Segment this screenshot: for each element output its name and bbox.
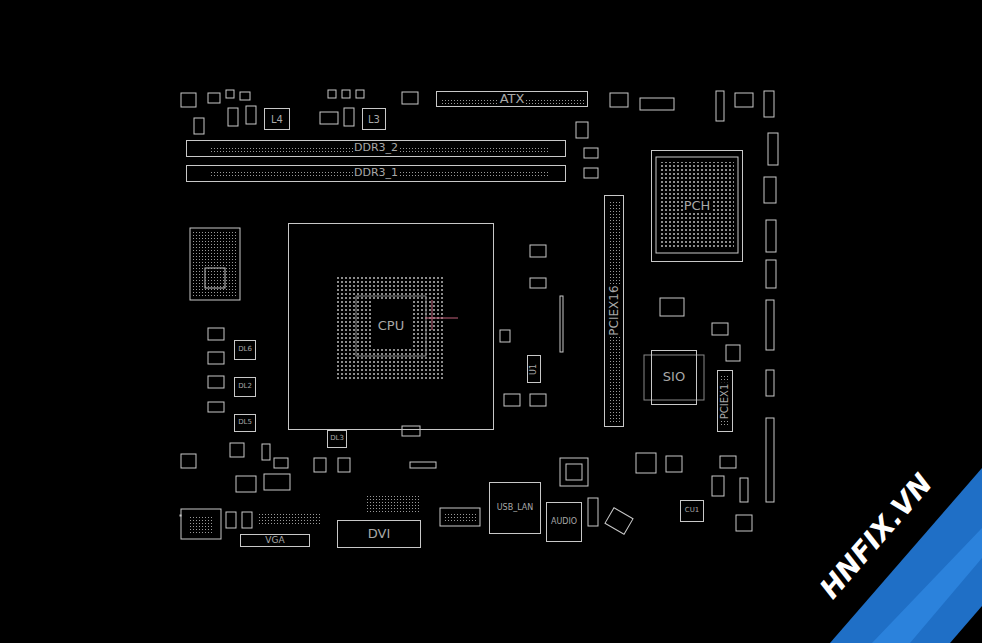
component-outline: PCH [651, 150, 743, 262]
component-outline: PCIEX16 [604, 195, 624, 427]
component-outline: ATX [436, 91, 588, 107]
part-label: DL6 [237, 346, 253, 354]
part-label: DVI [367, 527, 392, 541]
component-outline: L4 [264, 108, 290, 130]
part-label: PCH [683, 199, 712, 213]
part-label: U1 [530, 363, 539, 376]
component-outline: CPU [288, 223, 494, 430]
part-label: AUDIO [550, 518, 578, 527]
component-outline: DL5 [234, 414, 256, 432]
part-label: L4 [270, 114, 284, 125]
part-label: ATX [499, 92, 526, 106]
part-label: DDR3_1 [353, 167, 399, 179]
component-outline: U1 [527, 355, 541, 383]
part-label: PCIEX16 [607, 285, 620, 337]
part-label: CU1 [684, 507, 700, 515]
component-outline: USB_LAN [489, 482, 541, 534]
part-label: PCIEX1 [720, 382, 731, 420]
component-outline: DL2 [234, 377, 256, 397]
component-outline: AUDIO [546, 502, 582, 542]
part-label: SIO [662, 370, 686, 384]
component-outline: SIO [651, 350, 697, 405]
part-label: L3 [367, 114, 381, 125]
part-label: USB_LAN [496, 504, 535, 513]
part-label: VGA [264, 536, 285, 546]
part-label: DL5 [237, 419, 253, 427]
part-label: CPU [377, 319, 405, 333]
component-outline: L3 [362, 108, 386, 130]
component-outline: DL3 [327, 430, 347, 448]
component-outline: DDR3_1 [186, 165, 566, 182]
part-label: DL3 [329, 435, 345, 443]
component-outline: DVI [337, 520, 421, 548]
part-label: DDR3_2 [353, 142, 399, 154]
component-outline: VGA [240, 534, 310, 547]
part-label: DL2 [237, 383, 253, 391]
component-outline: CU1 [680, 500, 704, 522]
component-outline: DL6 [234, 340, 256, 360]
component-outline: DDR3_2 [186, 140, 566, 157]
component-outline: PCIEX1 [717, 370, 733, 432]
